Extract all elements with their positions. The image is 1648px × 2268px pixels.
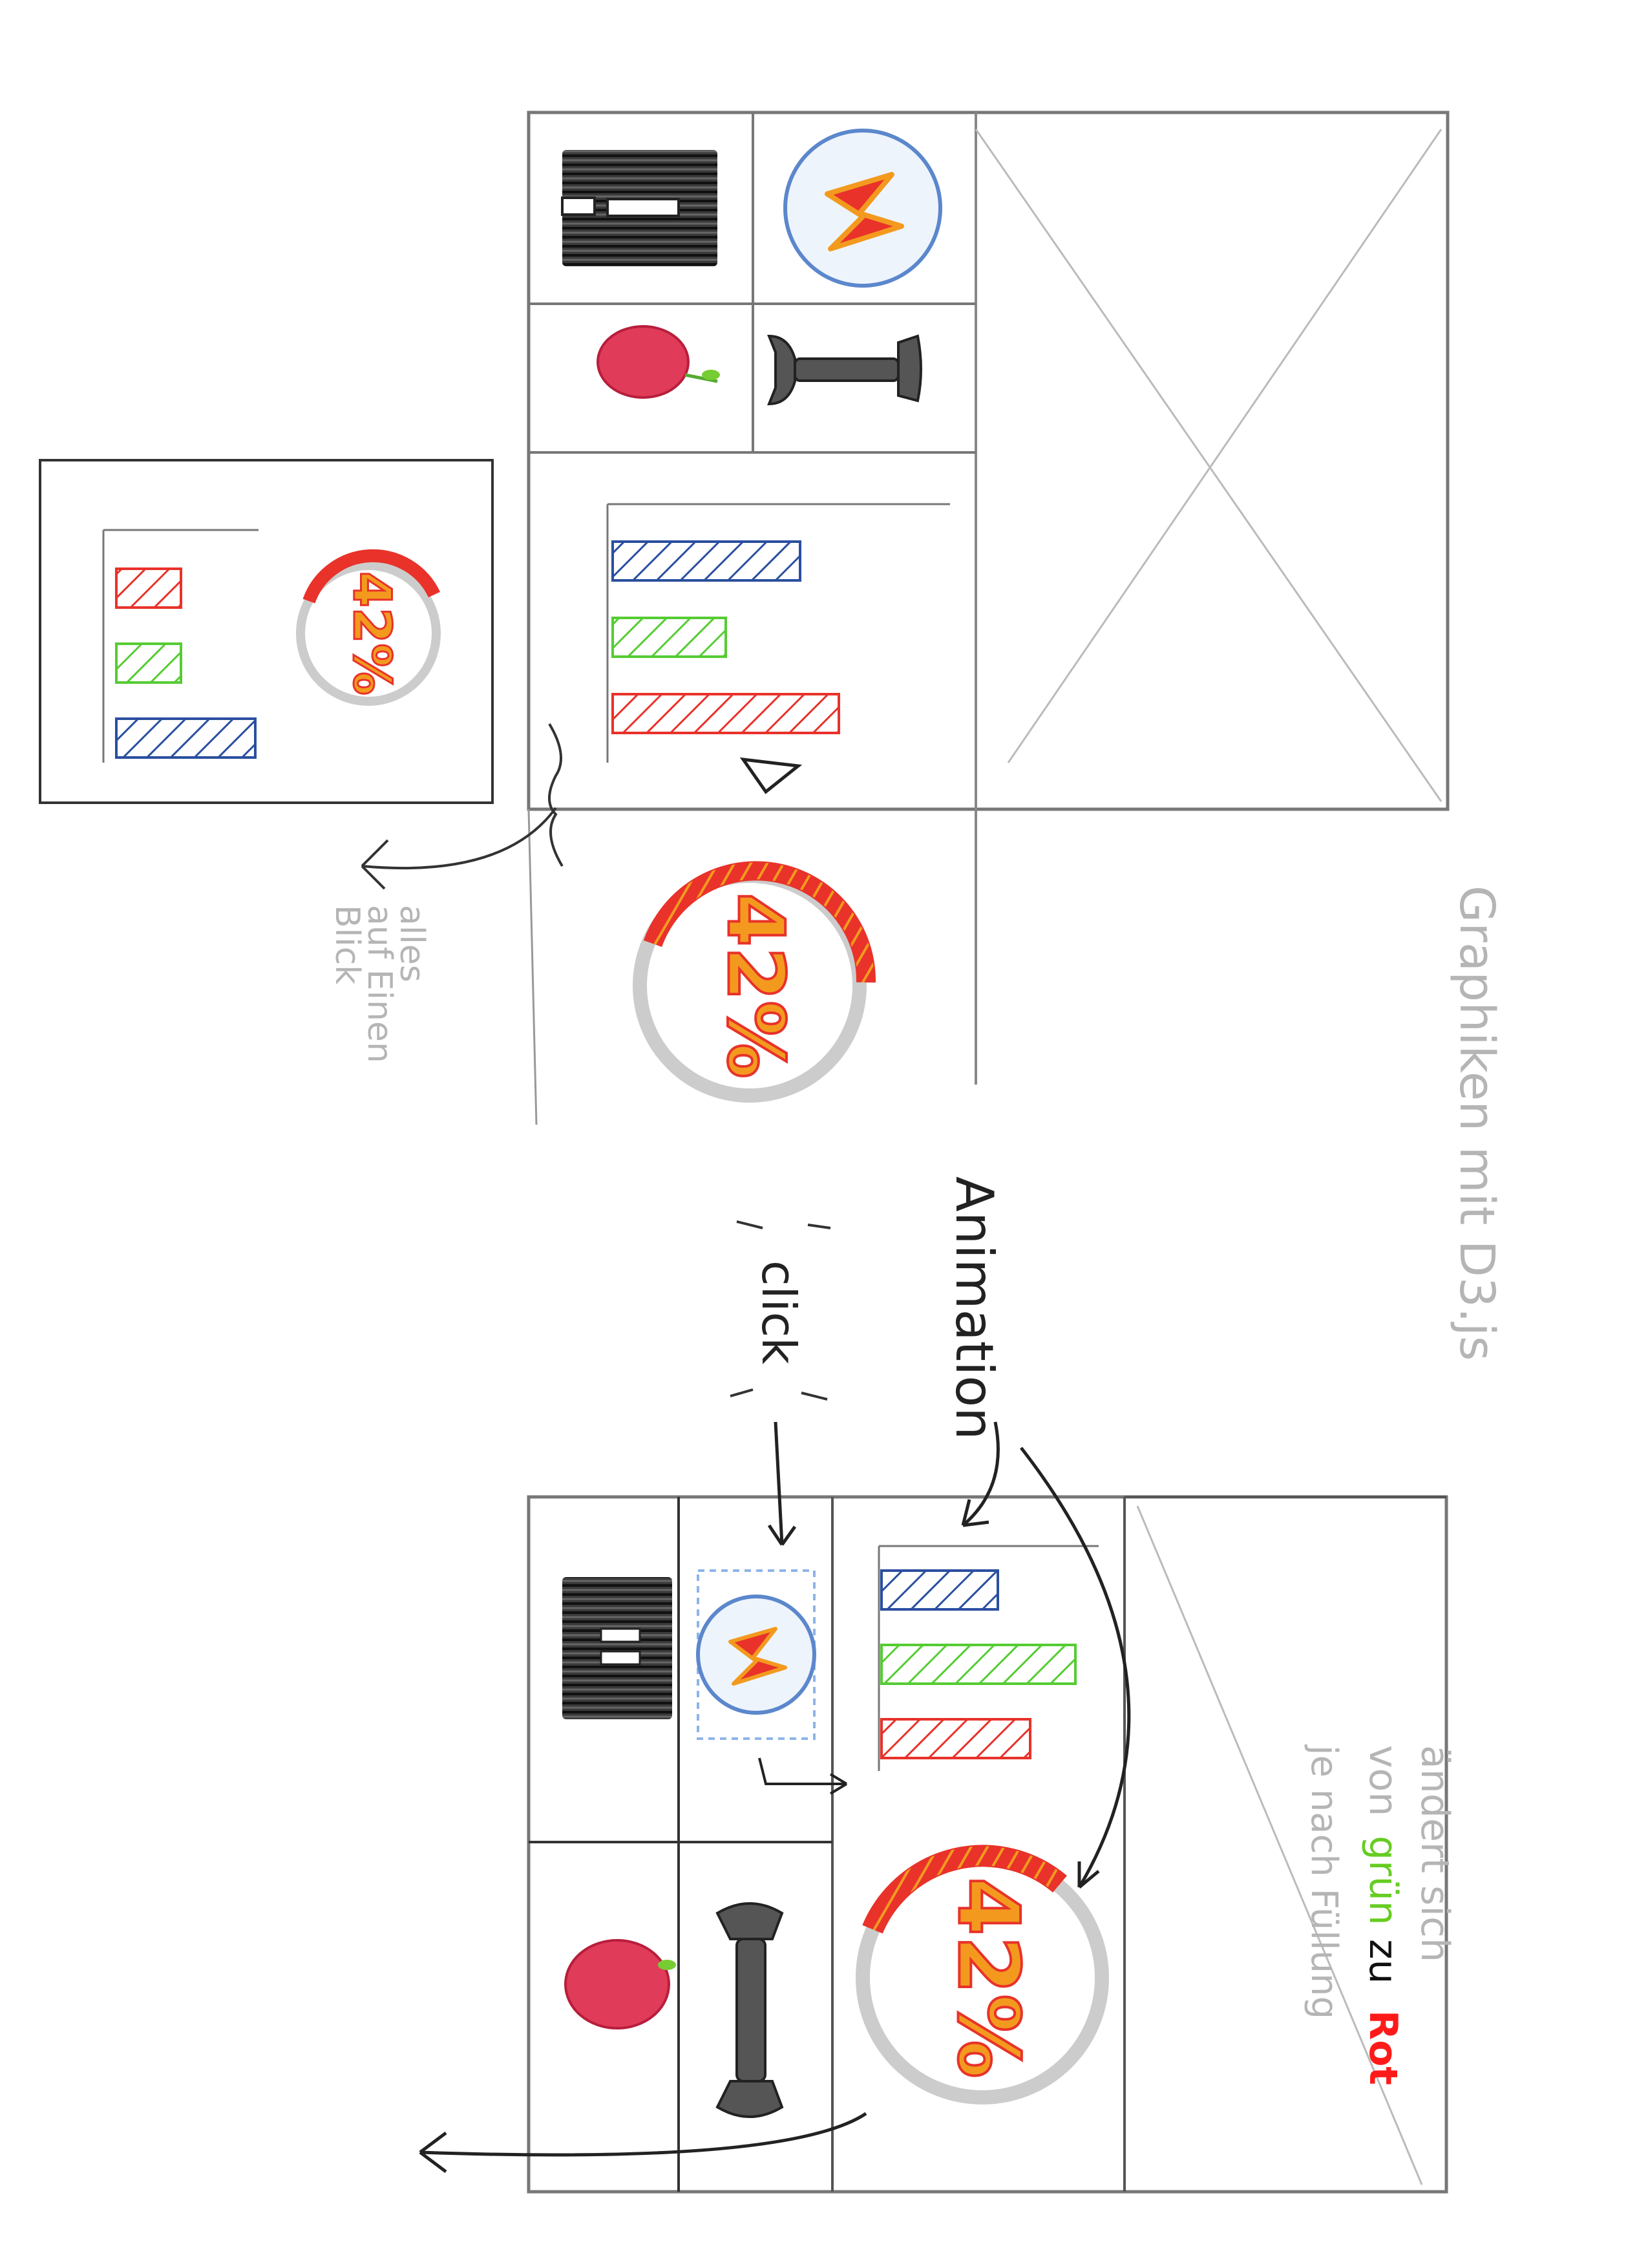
overview-bar-blue	[115, 717, 257, 759]
upper-gauge: 42%	[633, 861, 876, 1103]
wrench-icon[interactable]	[767, 334, 922, 406]
bar-red	[880, 1718, 1031, 1759]
road-icon[interactable]	[561, 150, 717, 266]
overview-note-3: Blick	[328, 905, 366, 984]
bar-red	[611, 693, 840, 734]
lower-gauge: 42%	[856, 1845, 1109, 2104]
color-note: ändert sich von grün zu Rot je nach Füll…	[1303, 1744, 1457, 2085]
apple-icon[interactable]	[597, 325, 720, 399]
upper-frame	[527, 111, 1450, 811]
overview-arrow	[361, 807, 557, 870]
upper-gauge-label: 42%	[710, 893, 799, 1078]
color-note-gruen: grün	[1360, 1836, 1406, 1925]
color-note-line3: je nach Füllung	[1303, 1744, 1345, 2019]
overview-note-2: auf Einen	[360, 905, 399, 1063]
upper-sketch: 42%	[527, 111, 1450, 1125]
overview-gauge-label: 42%	[342, 571, 402, 695]
upper-bar-chart	[606, 503, 950, 794]
color-note-line1: ändert sich	[1412, 1745, 1457, 1962]
click-label: click	[752, 1260, 806, 1364]
overview-note-1: alles	[392, 905, 431, 982]
lightning-icon[interactable]	[696, 1569, 816, 1740]
overview-gauge: 42%	[296, 549, 441, 706]
curved-arrow-to-gauge	[1020, 1447, 1131, 1889]
bar-blue	[611, 540, 801, 582]
road-icon[interactable]	[562, 1577, 672, 1719]
lower-select-arrow	[758, 1757, 847, 1785]
bar-green	[880, 1644, 1077, 1685]
lower-sketch: 42%	[419, 1421, 1448, 2194]
wrench-icon[interactable]	[715, 1902, 784, 2118]
color-note-rot: Rot	[1360, 2010, 1406, 2085]
bottom-return-arrow	[419, 2112, 867, 2157]
overview-bar-red	[115, 567, 182, 609]
lower-placeholder-line	[1136, 1505, 1423, 2185]
animation-arrow	[962, 1421, 1000, 1527]
bar-green	[611, 617, 727, 658]
page-note: Graphiken mit D3.js	[1449, 885, 1505, 1361]
lower-bar-chart	[878, 1545, 1099, 1771]
click-burst	[730, 1220, 831, 1401]
lightning-icon[interactable]	[783, 129, 942, 288]
overview-bar-green	[115, 642, 182, 684]
brace	[548, 723, 564, 867]
play-triangle-icon[interactable]	[739, 757, 803, 794]
color-note-zu: zu	[1360, 1939, 1406, 1984]
color-note-von: von	[1360, 1745, 1406, 1816]
apple-icon[interactable]	[564, 1939, 676, 2030]
overview-frame	[39, 459, 494, 804]
click-arrow	[774, 1421, 784, 1545]
bar-blue	[880, 1569, 999, 1611]
overview-sketch: 42% alles auf Einen Blick	[39, 459, 564, 1063]
lower-gauge-label: 42%	[939, 1877, 1037, 2078]
image-placeholder	[975, 129, 1442, 802]
animation-label: Animation	[944, 1176, 1004, 1440]
